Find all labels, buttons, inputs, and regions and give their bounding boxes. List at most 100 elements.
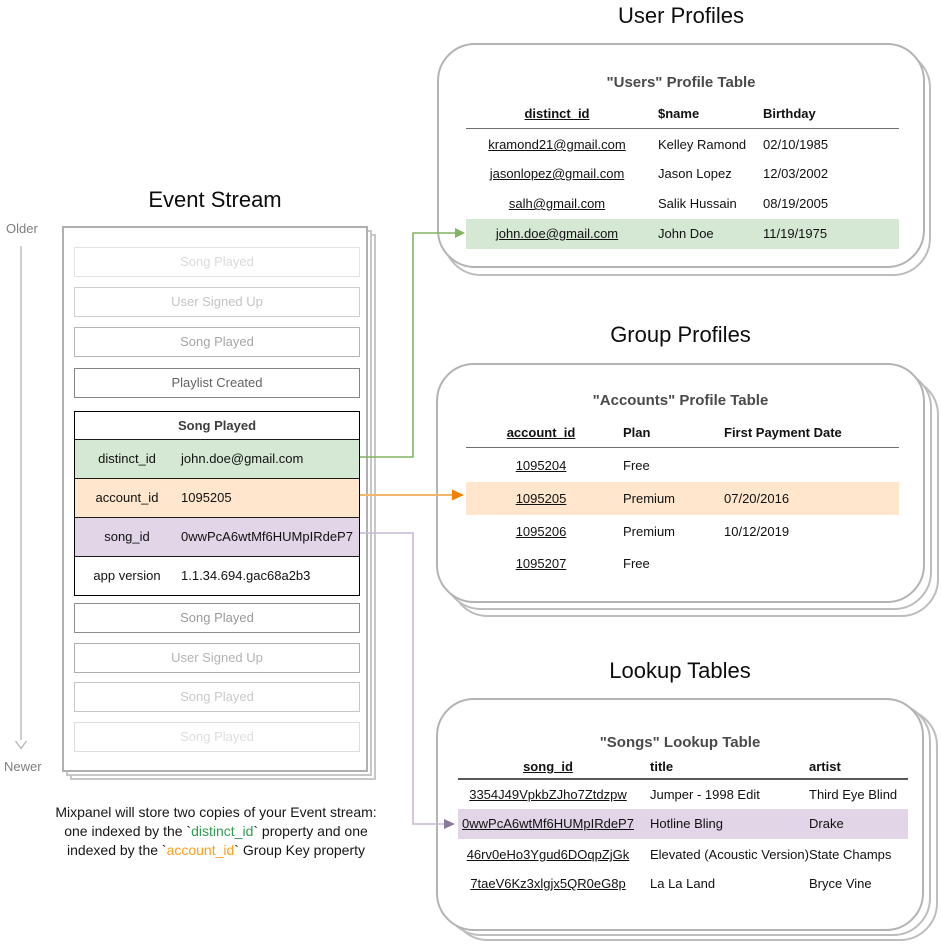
cell-account-id: 1095204 — [515, 458, 567, 473]
cell-distinct-id: kramond21@gmail.com — [488, 137, 626, 152]
timeline-arrow — [14, 246, 28, 750]
column-header: $name — [658, 106, 700, 121]
caption: Mixpanel will store two copies of your E… — [16, 803, 416, 860]
lookup-tables-title: Lookup Tables — [609, 658, 751, 683]
table-row-highlighted: 0wwPcA6wtMf6HUMpIRdeP7 Hotline Bling Dra… — [458, 809, 908, 839]
property-value: 1095205 — [181, 490, 232, 505]
property-row-account-id: account_id 1095205 — [75, 478, 359, 517]
event-box: User Signed Up — [74, 643, 360, 673]
property-key: distinct_id — [98, 451, 156, 466]
cell-birthday: 08/19/2005 — [763, 196, 829, 211]
caption-line3-pre: indexed by the ` — [66, 842, 167, 858]
property-value: 1.1.34.694.gac68a2b3 — [181, 568, 311, 583]
property-key: song_id — [104, 529, 150, 544]
header-rule — [466, 128, 899, 129]
cell-birthday: 02/10/1985 — [763, 137, 829, 152]
event-box: User Signed Up — [74, 287, 360, 317]
column-header: song_id — [523, 759, 573, 774]
property-row-song-id: song_id 0wwPcA6wtMf6HUMpIRdeP7 — [75, 517, 359, 556]
cell-first-payment: 07/20/2016 — [724, 491, 790, 506]
cell-distinct-id: jasonlopez@gmail.com — [489, 166, 625, 181]
cell-song-id: 7taeV6Kz3xlgjx5QR0eG8p — [470, 876, 626, 891]
table-row: salh@gmail.com Salik Hussain 08/19/2005 — [466, 189, 899, 219]
cell-artist: State Champs — [809, 847, 892, 862]
cell-plan: Free — [623, 458, 650, 473]
cell-title: La La Land — [650, 876, 716, 891]
cell-plan: Premium — [623, 524, 676, 539]
accounts-table-title: "Accounts" Profile Table — [592, 392, 769, 409]
caption-line1: Mixpanel will store two copies of your E… — [55, 804, 377, 820]
column-header: Plan — [623, 425, 651, 440]
column-header: artist — [809, 759, 841, 774]
table-row: 3354J49VpkbZJho7Ztdzpw Jumper - 1998 Edi… — [458, 780, 908, 810]
caption-distinct-id-keyword: distinct_id — [191, 823, 254, 839]
cell-artist: Third Eye Blind — [809, 787, 898, 802]
cell-artist: Drake — [809, 816, 844, 831]
property-key: account_id — [95, 490, 159, 505]
songs-table-header: song_id title artist — [458, 757, 908, 777]
header-rule — [466, 447, 899, 448]
table-row: 1095206 Premium 10/12/2019 — [466, 515, 899, 548]
event-box: Song Played — [74, 327, 360, 357]
caption-line2-post: ` property and one — [253, 823, 368, 839]
cell-song-id: 0wwPcA6wtMf6HUMpIRdeP7 — [462, 816, 634, 831]
column-header: First Payment Date — [724, 425, 842, 440]
songs-lookup-card: "Songs" Lookup Table song_id title artis… — [436, 698, 924, 931]
cell-title: Elevated (Acoustic Version) — [650, 847, 809, 862]
table-row: 7taeV6Kz3xlgjx5QR0eG8p La La Land Bryce … — [458, 869, 908, 899]
cell-song-id: 46rv0eHo3Ygud6DOqpZjGk — [466, 847, 630, 862]
user-profiles-title: User Profiles — [618, 3, 744, 28]
caption-line2-pre: one indexed by the ` — [64, 823, 192, 839]
property-value: john.doe@gmail.com — [181, 451, 304, 466]
table-row: 1095204 Free — [466, 449, 899, 482]
event-box: Song Played — [74, 682, 360, 712]
songs-table-title: "Songs" Lookup Table — [599, 734, 761, 751]
cell-distinct-id: salh@gmail.com — [508, 196, 606, 211]
cell-birthday: 12/03/2002 — [763, 166, 829, 181]
cell-plan: Premium — [623, 491, 676, 506]
cell-name: Jason Lopez — [658, 166, 732, 181]
cell-title: Hotline Bling — [650, 816, 723, 831]
table-row: 46rv0eHo3Ygud6DOqpZjGk Elevated (Acousti… — [458, 840, 908, 870]
caption-line3-post: ` Group Key property — [234, 842, 366, 858]
cell-account-id: 1095206 — [515, 524, 567, 539]
cell-name: John Doe — [658, 226, 714, 241]
cell-artist: Bryce Vine — [809, 876, 872, 891]
caption-account-id-keyword: account_id — [166, 842, 235, 858]
table-row-highlighted: 1095205 Premium 07/20/2016 — [466, 482, 899, 515]
property-key: app version — [93, 568, 161, 583]
column-header: Birthday — [763, 106, 816, 121]
users-table-title: "Users" Profile Table — [606, 74, 756, 91]
users-profile-card: "Users" Profile Table distinct_id $name … — [437, 43, 925, 268]
event-box: Song Played — [74, 722, 360, 752]
group-profiles-title: Group Profiles — [610, 322, 751, 347]
older-label: Older — [6, 221, 38, 236]
column-header: title — [650, 759, 674, 774]
table-row-highlighted: john.doe@gmail.com John Doe 11/19/1975 — [466, 219, 899, 249]
cell-title: Jumper - 1998 Edit — [650, 787, 760, 802]
property-row-distinct-id: distinct_id john.doe@gmail.com — [75, 439, 359, 478]
accounts-profile-card: "Accounts" Profile Table account_id Plan… — [436, 363, 925, 603]
cell-account-id: 1095207 — [515, 556, 567, 571]
event-stream-title: Event Stream — [148, 187, 282, 212]
table-row: kramond21@gmail.com Kelley Ramond 02/10/… — [466, 130, 899, 160]
event-stream-panel: Song Played User Signed Up Song Played P… — [62, 226, 368, 772]
header-rule — [458, 778, 908, 780]
table-row: 1095207 Free — [466, 547, 899, 580]
cell-song-id: 3354J49VpkbZJho7Ztdzpw — [469, 787, 627, 802]
cell-name: Kelley Ramond — [658, 137, 747, 152]
selected-event-name: Song Played — [177, 418, 257, 433]
selected-event-card: Song Played distinct_id john.doe@gmail.c… — [74, 411, 360, 596]
event-box: Playlist Created — [74, 368, 360, 398]
cell-birthday: 11/19/1975 — [763, 226, 828, 241]
table-row: jasonlopez@gmail.com Jason Lopez 12/03/2… — [466, 159, 899, 189]
users-table-header: distinct_id $name Birthday — [466, 104, 899, 124]
cell-first-payment: 10/12/2019 — [724, 524, 790, 539]
newer-label: Newer — [4, 759, 42, 774]
cell-name: Salik Hussain — [658, 196, 737, 211]
property-row-app-version: app version 1.1.34.694.gac68a2b3 — [75, 556, 359, 595]
cell-plan: Free — [623, 556, 650, 571]
cell-distinct-id: john.doe@gmail.com — [495, 226, 619, 241]
accounts-table-header: account_id Plan First Payment Date — [466, 423, 899, 443]
